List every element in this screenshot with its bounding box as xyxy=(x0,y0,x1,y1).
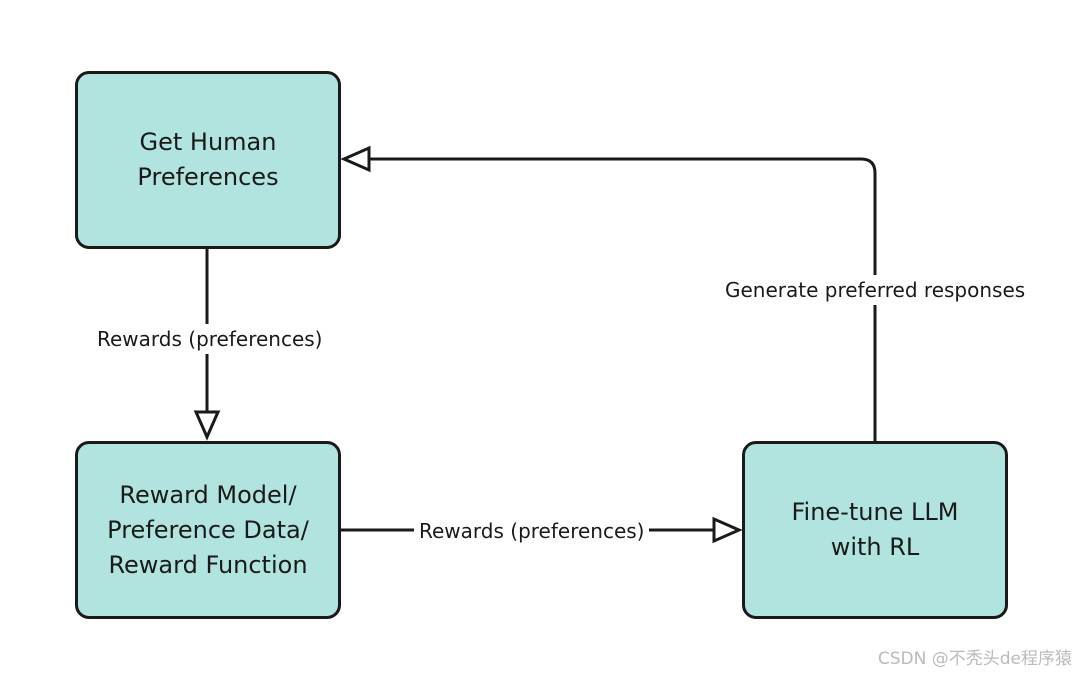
arrowhead-right-icon xyxy=(712,516,743,544)
edge-label-reward-to-llm: Rewards (preferences) xyxy=(414,516,650,546)
arrowhead-down-icon xyxy=(193,410,221,441)
edge-label-human-to-reward: Rewards (preferences) xyxy=(92,324,328,354)
node-label-line: Reward Function xyxy=(108,550,308,579)
node-label-line: Get Human xyxy=(139,128,277,156)
watermark: CSDN @不秃头de程序猿 xyxy=(877,649,1072,669)
node-label-line: Fine-tune LLM xyxy=(791,498,959,526)
edge-llm-to-human xyxy=(340,145,877,441)
edge-label-llm-to-human: Generate preferred responses xyxy=(720,275,1031,305)
node-label-line: Reward Model/ xyxy=(119,480,297,509)
node-reward-model: Reward Model/ Preference Data/ Reward Fu… xyxy=(75,441,341,619)
node-fine-tune-llm: Fine-tune LLM with RL xyxy=(742,441,1008,619)
node-label-line: with RL xyxy=(830,533,920,561)
node-label-line: Preferences xyxy=(137,163,279,191)
arrowhead-left-icon xyxy=(340,145,371,173)
node-label-line: Preference Data/ xyxy=(107,515,309,544)
node-get-human-preferences: Get Human Preferences xyxy=(75,71,341,249)
